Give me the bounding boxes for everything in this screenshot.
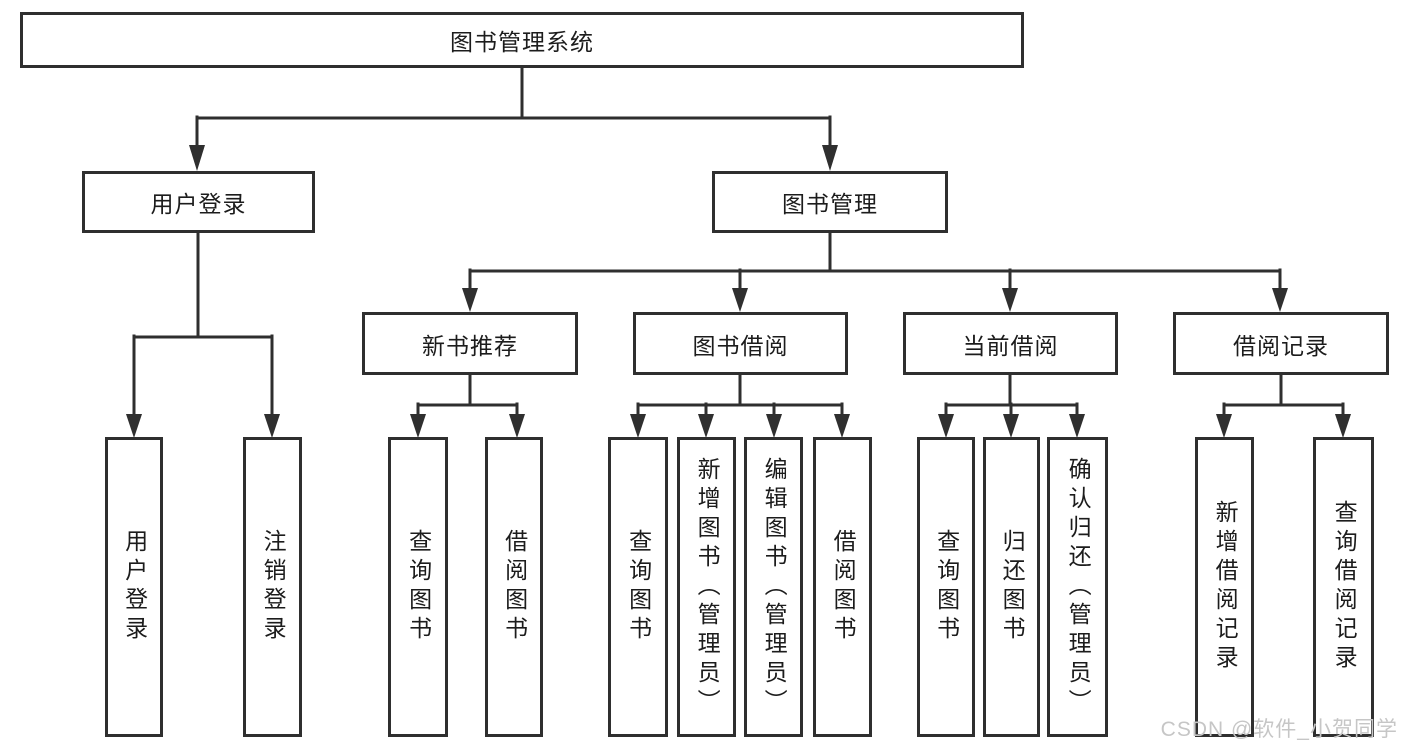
leaf-bb-query-book: 查询图书 <box>608 437 668 737</box>
leaf-cb-return-book: 归还图书 <box>983 437 1040 737</box>
leaf-nbr-query-book: 查询图书 <box>388 437 448 737</box>
node-system-root-label: 图书管理系统 <box>450 29 594 55</box>
node-user-login: 用户登录 <box>82 171 315 233</box>
leaf-cb-confirm-return-label: 确认归还（管理员） <box>1065 456 1092 718</box>
leaf-bb-edit-book: 编辑图书（管理员） <box>744 437 803 737</box>
leaf-bb-add-book-label: 新增图书（管理员） <box>694 456 721 718</box>
node-borrow-records: 借阅记录 <box>1173 312 1389 375</box>
node-new-book-recommend: 新书推荐 <box>362 312 578 375</box>
node-user-login-label: 用户登录 <box>150 191 247 217</box>
leaf-cb-confirm-return: 确认归还（管理员） <box>1047 437 1108 737</box>
node-system-root: 图书管理系统 <box>20 12 1024 68</box>
leaf-cb-return-book-label: 归还图书 <box>999 529 1026 645</box>
leaf-nbr-query-book-label: 查询图书 <box>405 529 432 645</box>
leaf-bb-borrow-book-label: 借阅图书 <box>830 529 857 645</box>
leaf-br-query-record-label: 查询借阅记录 <box>1331 500 1358 674</box>
leaf-bb-add-book: 新增图书（管理员） <box>677 437 736 737</box>
node-current-borrow-label: 当前借阅 <box>962 332 1059 359</box>
leaf-logout-label: 注销登录 <box>260 529 287 645</box>
node-book-management: 图书管理 <box>712 171 948 233</box>
watermark: CSDN @软件_小贺同学 <box>1160 718 1398 741</box>
leaf-nbr-borrow-book-label: 借阅图书 <box>501 529 528 645</box>
leaf-user-login: 用户登录 <box>105 437 163 737</box>
node-borrow-records-label: 借阅记录 <box>1233 332 1329 359</box>
leaf-user-login-label: 用户登录 <box>121 529 148 645</box>
node-book-borrow: 图书借阅 <box>633 312 848 375</box>
leaf-cb-query-book-label: 查询图书 <box>933 529 960 645</box>
arrowheads <box>126 145 1351 438</box>
node-book-borrow-label: 图书借阅 <box>692 332 789 359</box>
leaf-br-add-record: 新增借阅记录 <box>1195 437 1254 737</box>
node-book-management-label: 图书管理 <box>782 191 878 217</box>
leaf-nbr-borrow-book: 借阅图书 <box>485 437 543 737</box>
leaf-cb-query-book: 查询图书 <box>917 437 975 737</box>
leaf-logout: 注销登录 <box>243 437 302 737</box>
node-new-book-recommend-label: 新书推荐 <box>422 332 518 359</box>
leaf-bb-borrow-book: 借阅图书 <box>813 437 872 737</box>
leaf-bb-query-book-label: 查询图书 <box>625 529 652 645</box>
leaf-br-query-record: 查询借阅记录 <box>1313 437 1374 737</box>
leaf-bb-edit-book-label: 编辑图书（管理员） <box>761 456 788 718</box>
node-current-borrow: 当前借阅 <box>903 312 1118 375</box>
leaf-br-add-record-label: 新增借阅记录 <box>1212 500 1239 674</box>
